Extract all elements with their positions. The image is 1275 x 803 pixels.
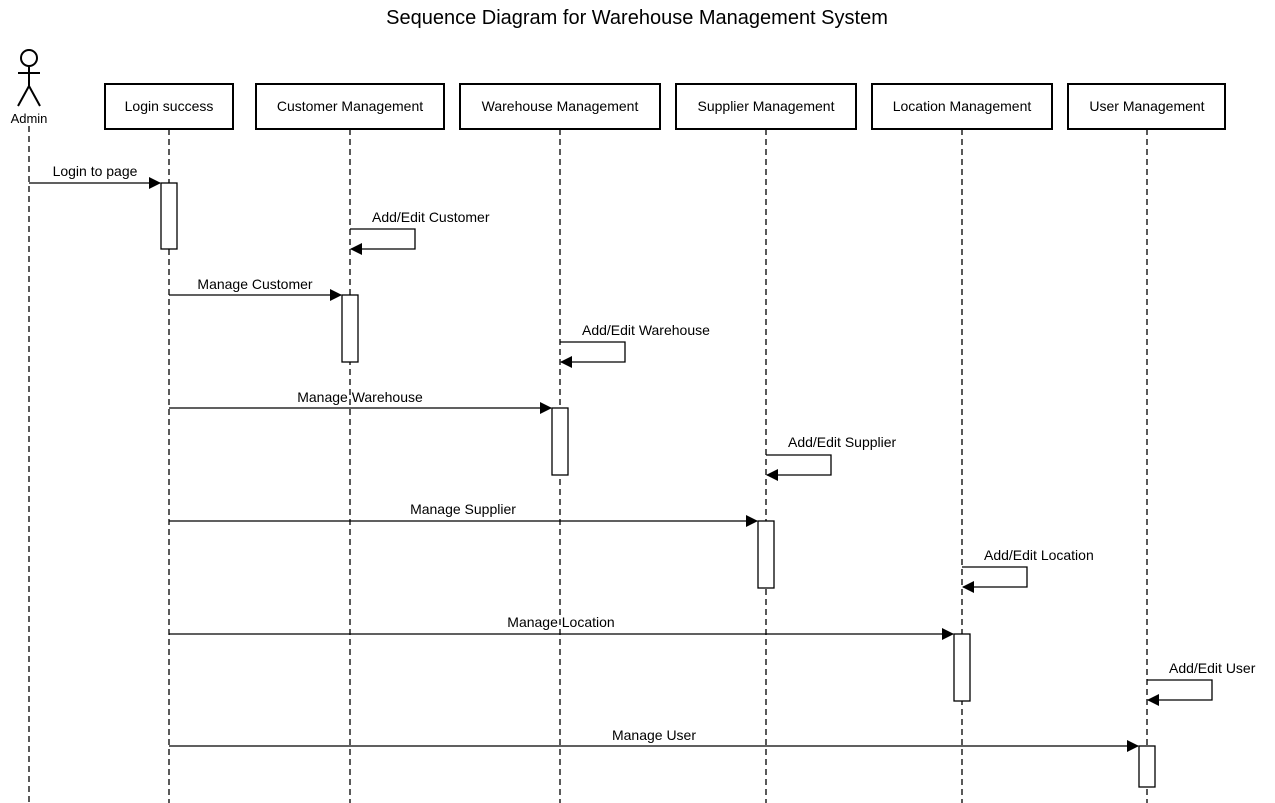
participant-box	[1067, 83, 1226, 130]
message-label: Add/Edit Customer	[372, 209, 490, 225]
participant-box	[871, 83, 1053, 130]
message-label: Add/Edit Supplier	[788, 434, 897, 450]
message-label: Manage Customer	[197, 276, 313, 292]
participant-label: Login success	[125, 98, 214, 114]
message-add-edit-user: Add/Edit User	[1147, 660, 1256, 706]
activation-bar-location	[953, 633, 971, 702]
message-label: Manage Location	[507, 614, 614, 630]
activation-bar-warehouse	[551, 407, 569, 476]
activation-bar-customer	[341, 294, 359, 363]
participant-user: User Management	[1067, 83, 1226, 803]
actor-admin: Admin	[11, 49, 48, 803]
actor-label: Admin	[11, 111, 48, 126]
participant-box	[459, 83, 661, 130]
self-message-arrow	[766, 454, 832, 481]
message-manage-customer: Manage Customer	[169, 276, 342, 301]
message-add-edit-location: Add/Edit Location	[962, 547, 1094, 593]
participant-label: Location Management	[893, 98, 1032, 114]
message-manage-user: Manage User	[169, 727, 1139, 752]
message-label: Add/Edit Warehouse	[582, 322, 710, 338]
message-label: Manage Warehouse	[297, 389, 423, 405]
participant-supplier: Supplier Management	[675, 83, 857, 803]
diagram-title: Sequence Diagram for Warehouse Managemen…	[386, 7, 888, 29]
message-label: Manage User	[612, 727, 696, 743]
participant-label: Warehouse Management	[482, 98, 639, 114]
participant-box	[675, 83, 857, 130]
message-label: Add/Edit User	[1169, 660, 1256, 676]
message-add-edit-customer: Add/Edit Customer	[350, 209, 490, 255]
participant-location: Location Management	[871, 83, 1053, 803]
self-message-arrow	[350, 228, 416, 255]
message-add-edit-supplier: Add/Edit Supplier	[766, 434, 897, 481]
message-label: Add/Edit Location	[984, 547, 1094, 563]
message-manage-supplier: Manage Supplier	[169, 501, 758, 527]
participant-customer: Customer Management	[255, 83, 445, 803]
self-message-arrow	[560, 341, 626, 368]
self-message-arrow	[1147, 679, 1213, 706]
activation-bar-login	[160, 182, 178, 250]
message-manage-location: Manage Location	[169, 614, 954, 640]
participant-label: Customer Management	[277, 98, 423, 114]
participant-label: Supplier Management	[698, 98, 835, 114]
message-label: Manage Supplier	[410, 501, 516, 517]
activation-bar-supplier	[757, 520, 775, 589]
message-manage-warehouse: Manage Warehouse	[169, 389, 552, 414]
message-label: Login to page	[53, 163, 138, 179]
participant-box	[104, 83, 234, 130]
participant-label: User Management	[1089, 98, 1204, 114]
activation-bar-user	[1138, 745, 1156, 788]
message-login-to-page: Login to page	[29, 163, 161, 189]
self-message-arrow	[962, 566, 1028, 593]
message-add-edit-warehouse: Add/Edit Warehouse	[560, 322, 710, 368]
stick-figure-icon	[17, 49, 41, 107]
participant-warehouse: Warehouse Management	[459, 83, 661, 803]
